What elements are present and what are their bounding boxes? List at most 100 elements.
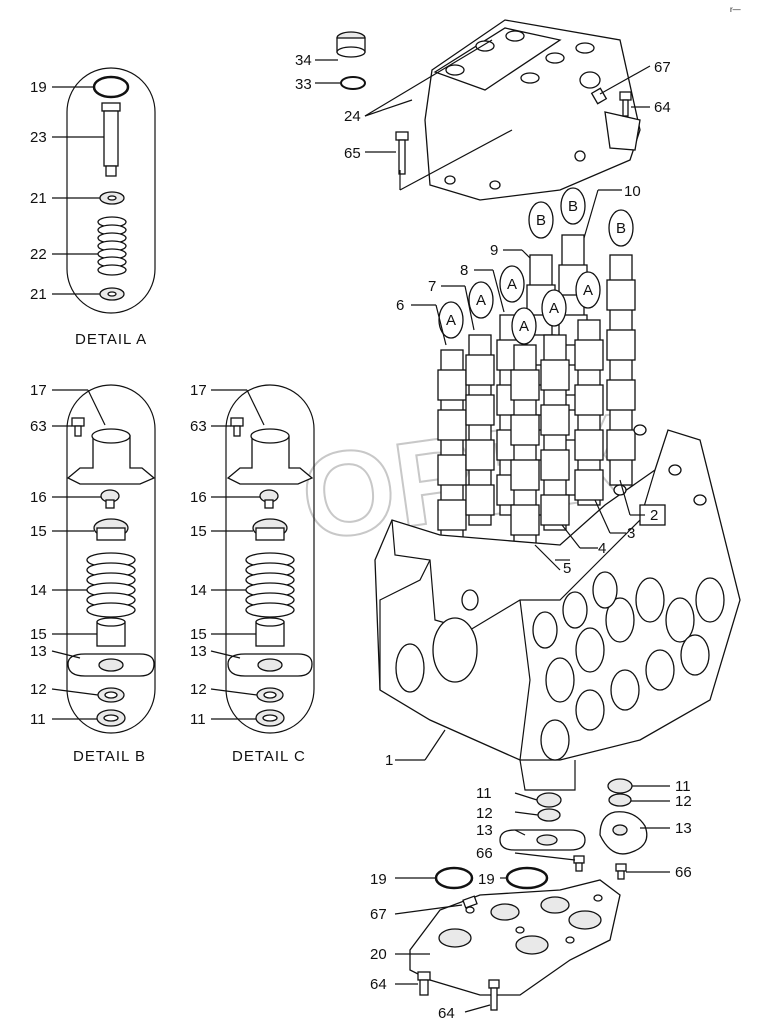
- label-19: 19: [370, 871, 387, 888]
- seat-16: [100, 489, 120, 509]
- bottom-left-stack: 11 12 13 66: [476, 785, 586, 872]
- o-ring-19: [505, 866, 549, 890]
- ring-12: [256, 687, 284, 703]
- label-66: 66: [675, 864, 692, 881]
- pin-23: [101, 102, 121, 177]
- callout-letter: A: [507, 276, 517, 293]
- o-ring-19: [92, 75, 130, 99]
- cap-17: [66, 428, 156, 485]
- plug-34: [336, 31, 366, 58]
- callout-bubble: [541, 289, 567, 327]
- ring-11: [255, 709, 285, 727]
- callout-bubble: [575, 271, 601, 309]
- cup-15-bottom: [255, 617, 285, 647]
- label-63: 63: [30, 418, 47, 435]
- spool-5: [510, 344, 540, 546]
- label-11: 11: [476, 785, 492, 802]
- callout-letter: A: [519, 318, 529, 335]
- callout-letter: B: [536, 212, 546, 229]
- bolt-67: [462, 895, 478, 909]
- label-6: 6: [396, 297, 404, 314]
- o-ring-33: [340, 76, 366, 90]
- label-8: 8: [460, 262, 468, 279]
- label-7: 7: [428, 278, 436, 295]
- spool-7: [465, 334, 495, 526]
- cup-15-top: [252, 518, 288, 541]
- callout-bubble: [608, 209, 634, 247]
- bottom-cover-assembly: 19 19 67 20 64 64: [370, 866, 621, 1022]
- label-17: 17: [190, 382, 207, 399]
- label-12: 12: [476, 805, 493, 822]
- spring-22: [97, 216, 127, 276]
- callout-bubble: [499, 265, 525, 303]
- corner-mark: r—: [730, 5, 741, 14]
- callout-bubble: [438, 301, 464, 339]
- label-20: 20: [370, 946, 387, 963]
- spool-4: [540, 334, 570, 531]
- spools: [437, 234, 636, 546]
- label-16: 16: [190, 489, 207, 506]
- label-33: 33: [295, 76, 312, 93]
- bolt-63: [230, 417, 244, 437]
- label-65: 65: [344, 145, 361, 162]
- detail-a-title: DETAIL A: [75, 331, 147, 348]
- label-13: 13: [190, 643, 207, 660]
- ring-12: [537, 808, 561, 822]
- bolt-66: [573, 855, 585, 872]
- detail-c-frame: [225, 384, 315, 734]
- label-10: 10: [624, 183, 641, 200]
- detail-c-title: DETAIL C: [232, 748, 306, 765]
- spool-2: [606, 254, 636, 486]
- washer-21-bottom: [99, 287, 125, 301]
- seat-16: [259, 489, 279, 509]
- label-67: 67: [654, 59, 671, 76]
- detail-c: 17 63 16 15 14 15 13 12 11 DETAIL C: [190, 382, 315, 765]
- bolt-65: [395, 131, 409, 175]
- spring-14: [245, 552, 295, 618]
- bolt-66: [615, 863, 627, 880]
- label-24: 24: [344, 108, 361, 125]
- detail-b: 17 63 16 15 14 15 13 12 11 DETAIL B: [30, 382, 156, 765]
- label-1: 1: [385, 752, 393, 769]
- ring-11: [607, 778, 633, 794]
- ring-11: [96, 709, 126, 727]
- bolt-64: [488, 979, 500, 1011]
- callout-letter: B: [616, 220, 626, 237]
- detail-b-frame: [66, 384, 156, 734]
- bolt-64: [619, 91, 632, 117]
- label-17: 17: [30, 382, 47, 399]
- label-15: 15: [30, 523, 47, 540]
- label-67: 67: [370, 906, 387, 923]
- ring-11: [536, 792, 562, 808]
- bolt-64: [417, 971, 431, 996]
- cup-15-top: [93, 518, 129, 541]
- cup-15-bottom: [96, 617, 126, 647]
- spool-callouts: A A A A A A B B B: [438, 187, 634, 345]
- label-64: 64: [370, 976, 387, 993]
- label-5: 5: [563, 560, 571, 577]
- bottom-right-stack: 11 12 13 66: [599, 778, 692, 881]
- label-12: 12: [675, 793, 692, 810]
- label-15: 15: [190, 626, 207, 643]
- label-21: 21: [30, 286, 47, 303]
- label-63: 63: [190, 418, 207, 435]
- label-13: 13: [675, 820, 692, 837]
- ring-12: [97, 687, 125, 703]
- o-ring-19: [434, 866, 474, 890]
- label-19: 19: [30, 79, 47, 96]
- spool-6: [437, 349, 467, 541]
- label-11: 11: [675, 778, 691, 795]
- plate-13: [227, 653, 313, 677]
- bolt-63: [71, 417, 85, 437]
- callout-bubble: [560, 187, 586, 225]
- label-19: 19: [478, 871, 495, 888]
- label-64: 64: [438, 1005, 455, 1022]
- label-2: 2: [650, 507, 658, 524]
- detail-a-frame: [66, 67, 156, 314]
- label-23: 23: [30, 129, 47, 146]
- label-9: 9: [490, 242, 498, 259]
- callout-letter: A: [583, 282, 593, 299]
- label-11: 11: [190, 711, 206, 728]
- plate-13: [67, 653, 155, 677]
- label-34: 34: [295, 52, 312, 69]
